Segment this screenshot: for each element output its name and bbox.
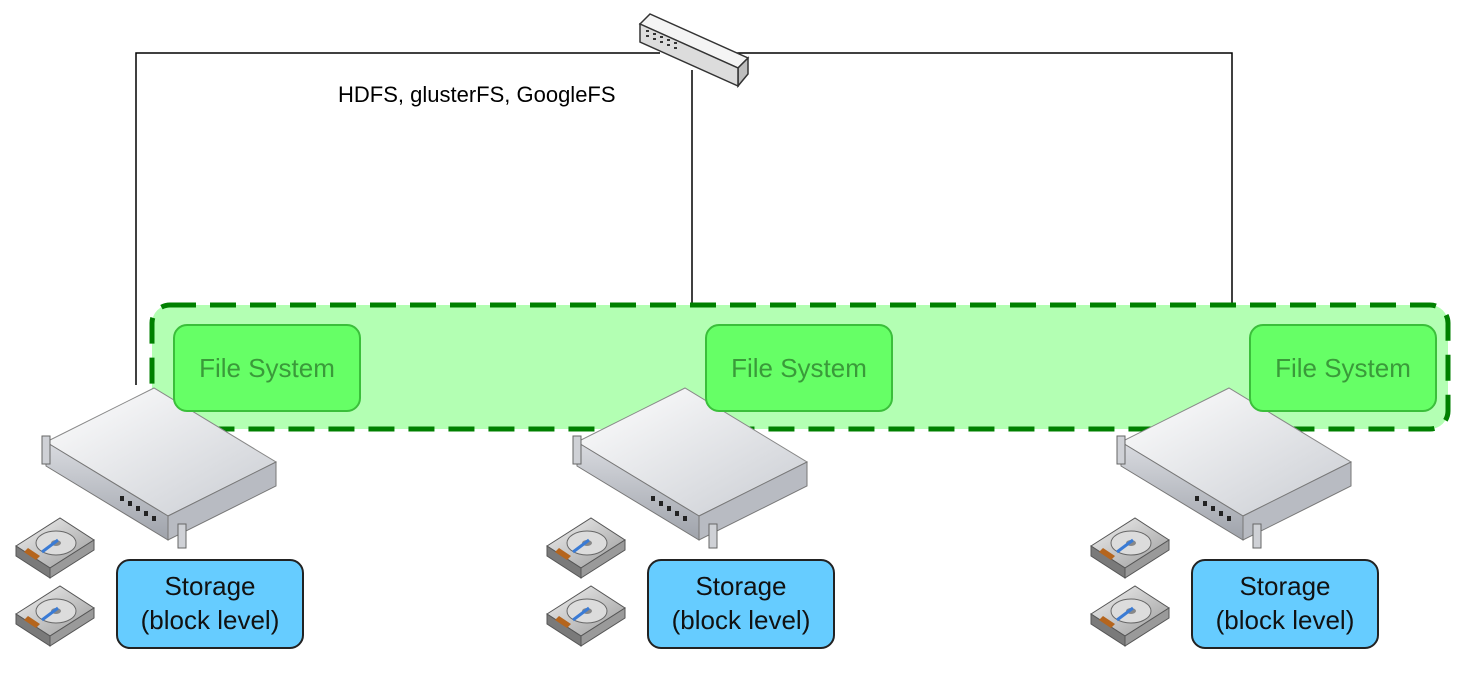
line-node-1: [135, 52, 660, 385]
rack-server-icon[interactable]: [41, 387, 278, 549]
file-system-box-2: File System: [705, 324, 893, 412]
filesystem-examples-label: HDFS, glusterFS, GoogleFS: [338, 82, 616, 107]
file-system-box-3: File System: [1249, 324, 1437, 412]
rack-server-icon[interactable]: [1116, 387, 1353, 549]
storage-box-1: Storage (block level): [116, 559, 304, 649]
hard-disk-icon: [15, 517, 95, 579]
line-node-3: [730, 52, 1233, 385]
hard-disk-icon: [1090, 517, 1170, 579]
hard-disk-icon: [1090, 585, 1170, 647]
storage-sublabel: (block level): [1215, 605, 1355, 635]
rack-server-icon[interactable]: [572, 387, 809, 549]
storage-sublabel: (block level): [671, 605, 811, 635]
storage-label: Storage: [1239, 571, 1331, 602]
storage-box-3: Storage (block level): [1191, 559, 1379, 649]
hard-disk-icon: [546, 585, 626, 647]
hard-disk-icon: [15, 585, 95, 647]
storage-label: Storage: [695, 571, 787, 602]
storage-label: Storage: [164, 571, 256, 602]
file-system-box-1: File System: [173, 324, 361, 412]
storage-box-2: Storage (block level): [647, 559, 835, 649]
storage-sublabel: (block level): [140, 605, 280, 635]
hard-disk-icon: [546, 517, 626, 579]
network-switch-icon[interactable]: [638, 13, 750, 89]
